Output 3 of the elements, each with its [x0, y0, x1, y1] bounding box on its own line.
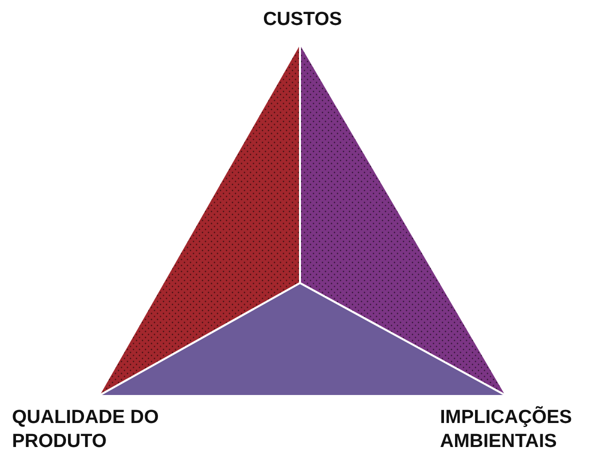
- vertex-label: QUALIDADE DO PRODUTO: [12, 406, 160, 454]
- vertex-label: CUSTOS: [262, 8, 343, 32]
- vertex-label: IMPLICAÇÕES AMBIENTAIS: [440, 406, 573, 454]
